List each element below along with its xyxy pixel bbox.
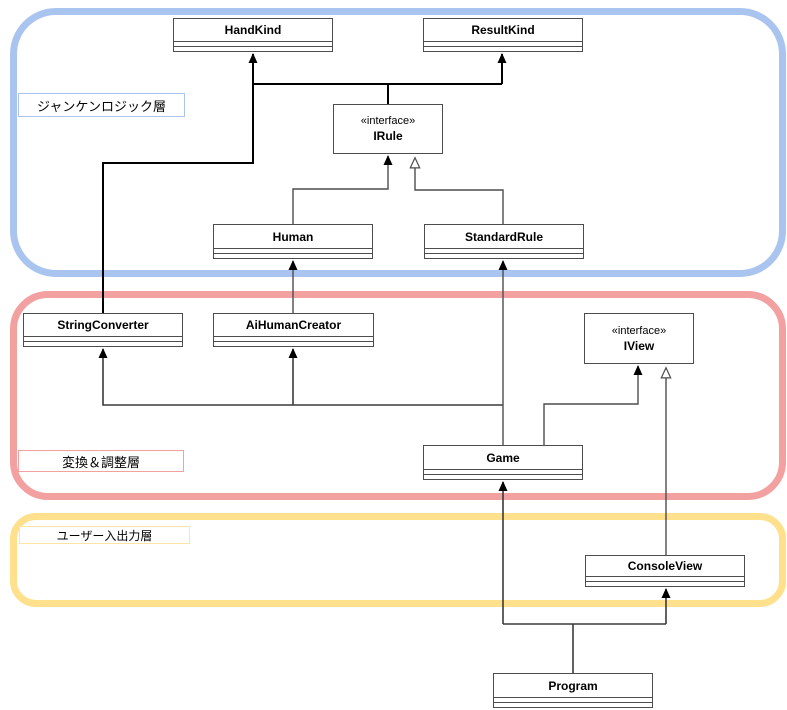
class-name: Game	[486, 450, 520, 465]
class-box-aihumancreator: AiHumanCreator	[213, 313, 374, 347]
layer-label-text: ユーザー入出力層	[56, 528, 153, 543]
class-box-stringconverter: StringConverter	[23, 313, 183, 347]
layer-label-text: ジャンケンロジック層	[37, 98, 166, 114]
layer-label-user-io: ユーザー入出力層	[19, 526, 190, 544]
attributes-compartment	[425, 248, 583, 253]
edge-standardrule-irule-realization	[415, 158, 504, 224]
attributes-compartment	[494, 697, 652, 702]
edge-game-iview	[543, 365, 643, 445]
attributes-compartment	[424, 41, 582, 46]
class-name: StringConverter	[57, 318, 149, 332]
layer-label-conversion-adjustment: 変換＆調整層	[18, 450, 184, 472]
interface-box-iview: «interface» IView	[584, 313, 694, 364]
methods-compartment	[214, 253, 372, 258]
edge-stringconverter-handkind	[102, 53, 258, 313]
methods-compartment	[174, 46, 332, 51]
class-name: StandardRule	[464, 229, 543, 244]
attributes-compartment	[24, 336, 182, 341]
class-name: ConsoleView	[627, 559, 703, 573]
methods-compartment	[425, 253, 583, 258]
methods-compartment	[24, 341, 182, 346]
layer-janken-logic	[10, 8, 786, 277]
interface-stereotype: «interface»	[611, 324, 667, 337]
attributes-compartment	[214, 336, 373, 341]
methods-compartment	[424, 474, 582, 479]
interface-stereotype: «interface»	[360, 115, 416, 127]
attributes-compartment	[424, 469, 582, 474]
edge-human-irule	[292, 155, 393, 224]
interface-name: IView	[623, 338, 655, 353]
class-name: ResultKind	[471, 23, 535, 37]
edge-game-stringconverter	[98, 348, 503, 406]
class-box-program: Program	[493, 673, 653, 708]
class-box-handkind: HandKind	[173, 18, 333, 52]
methods-compartment	[214, 341, 373, 346]
layer-label-text: 変換＆調整層	[61, 454, 140, 470]
methods-compartment	[424, 46, 582, 51]
interface-name: IRule	[373, 129, 403, 143]
methods-compartment	[494, 702, 652, 707]
class-box-resultkind: ResultKind	[423, 18, 583, 52]
class-name: Program	[548, 678, 598, 693]
class-box-standardrule: StandardRule	[424, 224, 584, 259]
class-name: Human	[272, 229, 314, 244]
attributes-compartment	[586, 576, 744, 581]
class-box-game: Game	[423, 445, 583, 480]
class-box-human: Human	[213, 224, 373, 259]
interface-box-irule: «interface» IRule	[333, 104, 443, 154]
methods-compartment	[586, 581, 744, 586]
class-name: AiHumanCreator	[245, 318, 342, 332]
class-name: HandKind	[224, 23, 282, 37]
layer-label-janken-logic: ジャンケンロジック層	[18, 93, 185, 117]
layer-conversion-adjustment	[10, 291, 786, 500]
class-box-consoleview: ConsoleView	[585, 555, 745, 587]
attributes-compartment	[174, 41, 332, 46]
attributes-compartment	[214, 248, 372, 253]
layer-user-io	[10, 513, 786, 607]
